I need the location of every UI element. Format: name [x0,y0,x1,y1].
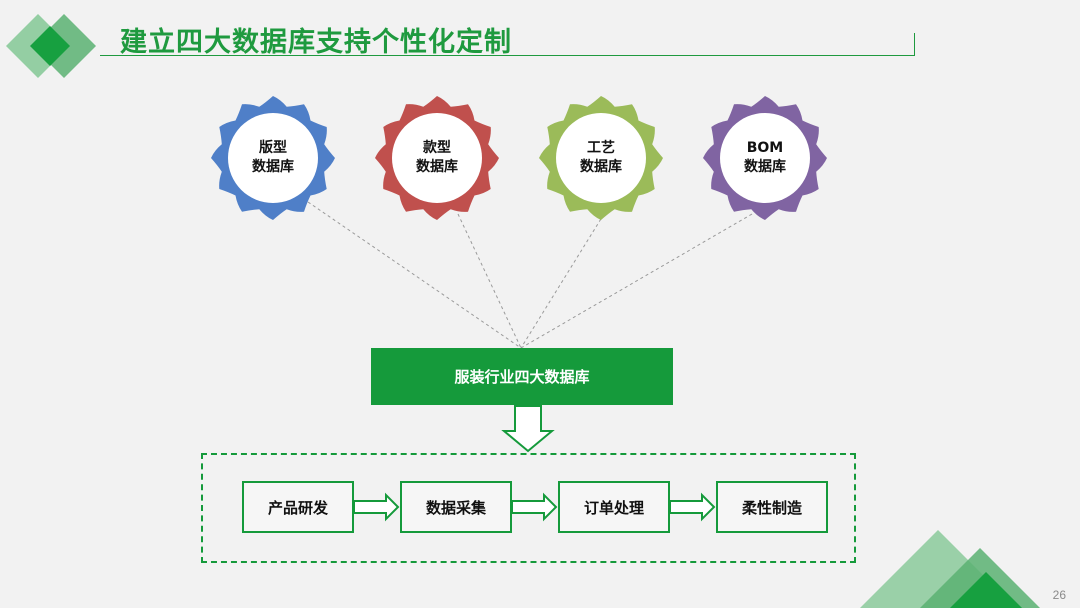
database-label-pattern: 版型 数据库 [223,139,323,177]
database-label-style: 款型 数据库 [387,139,487,177]
gear-center [392,113,482,203]
database-label-bom: BOM 数据库 [715,139,815,177]
database-name: 款型 [423,140,451,156]
database-name: 工艺 [587,140,615,156]
gear-center [556,113,646,203]
right-arrow-icon [353,492,400,522]
step-data-collection: 数据采集 [400,481,512,533]
right-arrow-icon [669,492,716,522]
database-gear-badge [211,96,335,220]
connector-line-2 [457,213,522,349]
step-product-development: 产品研发 [242,481,354,533]
database-name: 版型 [259,140,287,156]
connector-line-4 [520,213,753,349]
database-label-process: 工艺 数据库 [551,139,651,177]
step-flexible-manufacturing: 柔性制造 [716,481,828,533]
corner-decoration-bottom-right [860,530,1040,608]
right-arrow-icon [511,492,558,522]
title-rule-tick [914,33,915,55]
database-suffix: 数据库 [580,159,622,175]
corner-decoration-top-left [6,14,96,78]
database-suffix: 数据库 [252,159,294,175]
step-order-processing: 订单处理 [558,481,670,533]
database-gear-badge [375,96,499,220]
connector-line-3 [520,213,605,349]
database-suffix: 数据库 [416,159,458,175]
page-title: 建立四大数据库支持个性化定制 [120,27,512,58]
database-gear-badge [539,96,663,220]
gear-center [228,113,318,203]
page-number: 26 [1052,588,1066,602]
gear-center [720,113,810,203]
database-name: BOM [746,140,784,156]
down-arrow-icon [501,405,555,453]
database-gear-badge [703,96,827,220]
title-underline [100,55,915,56]
process-frame [201,453,856,563]
central-database-box: 服装行业四大数据库 [371,348,673,405]
database-suffix: 数据库 [744,159,786,175]
connector-line-1 [307,201,522,349]
